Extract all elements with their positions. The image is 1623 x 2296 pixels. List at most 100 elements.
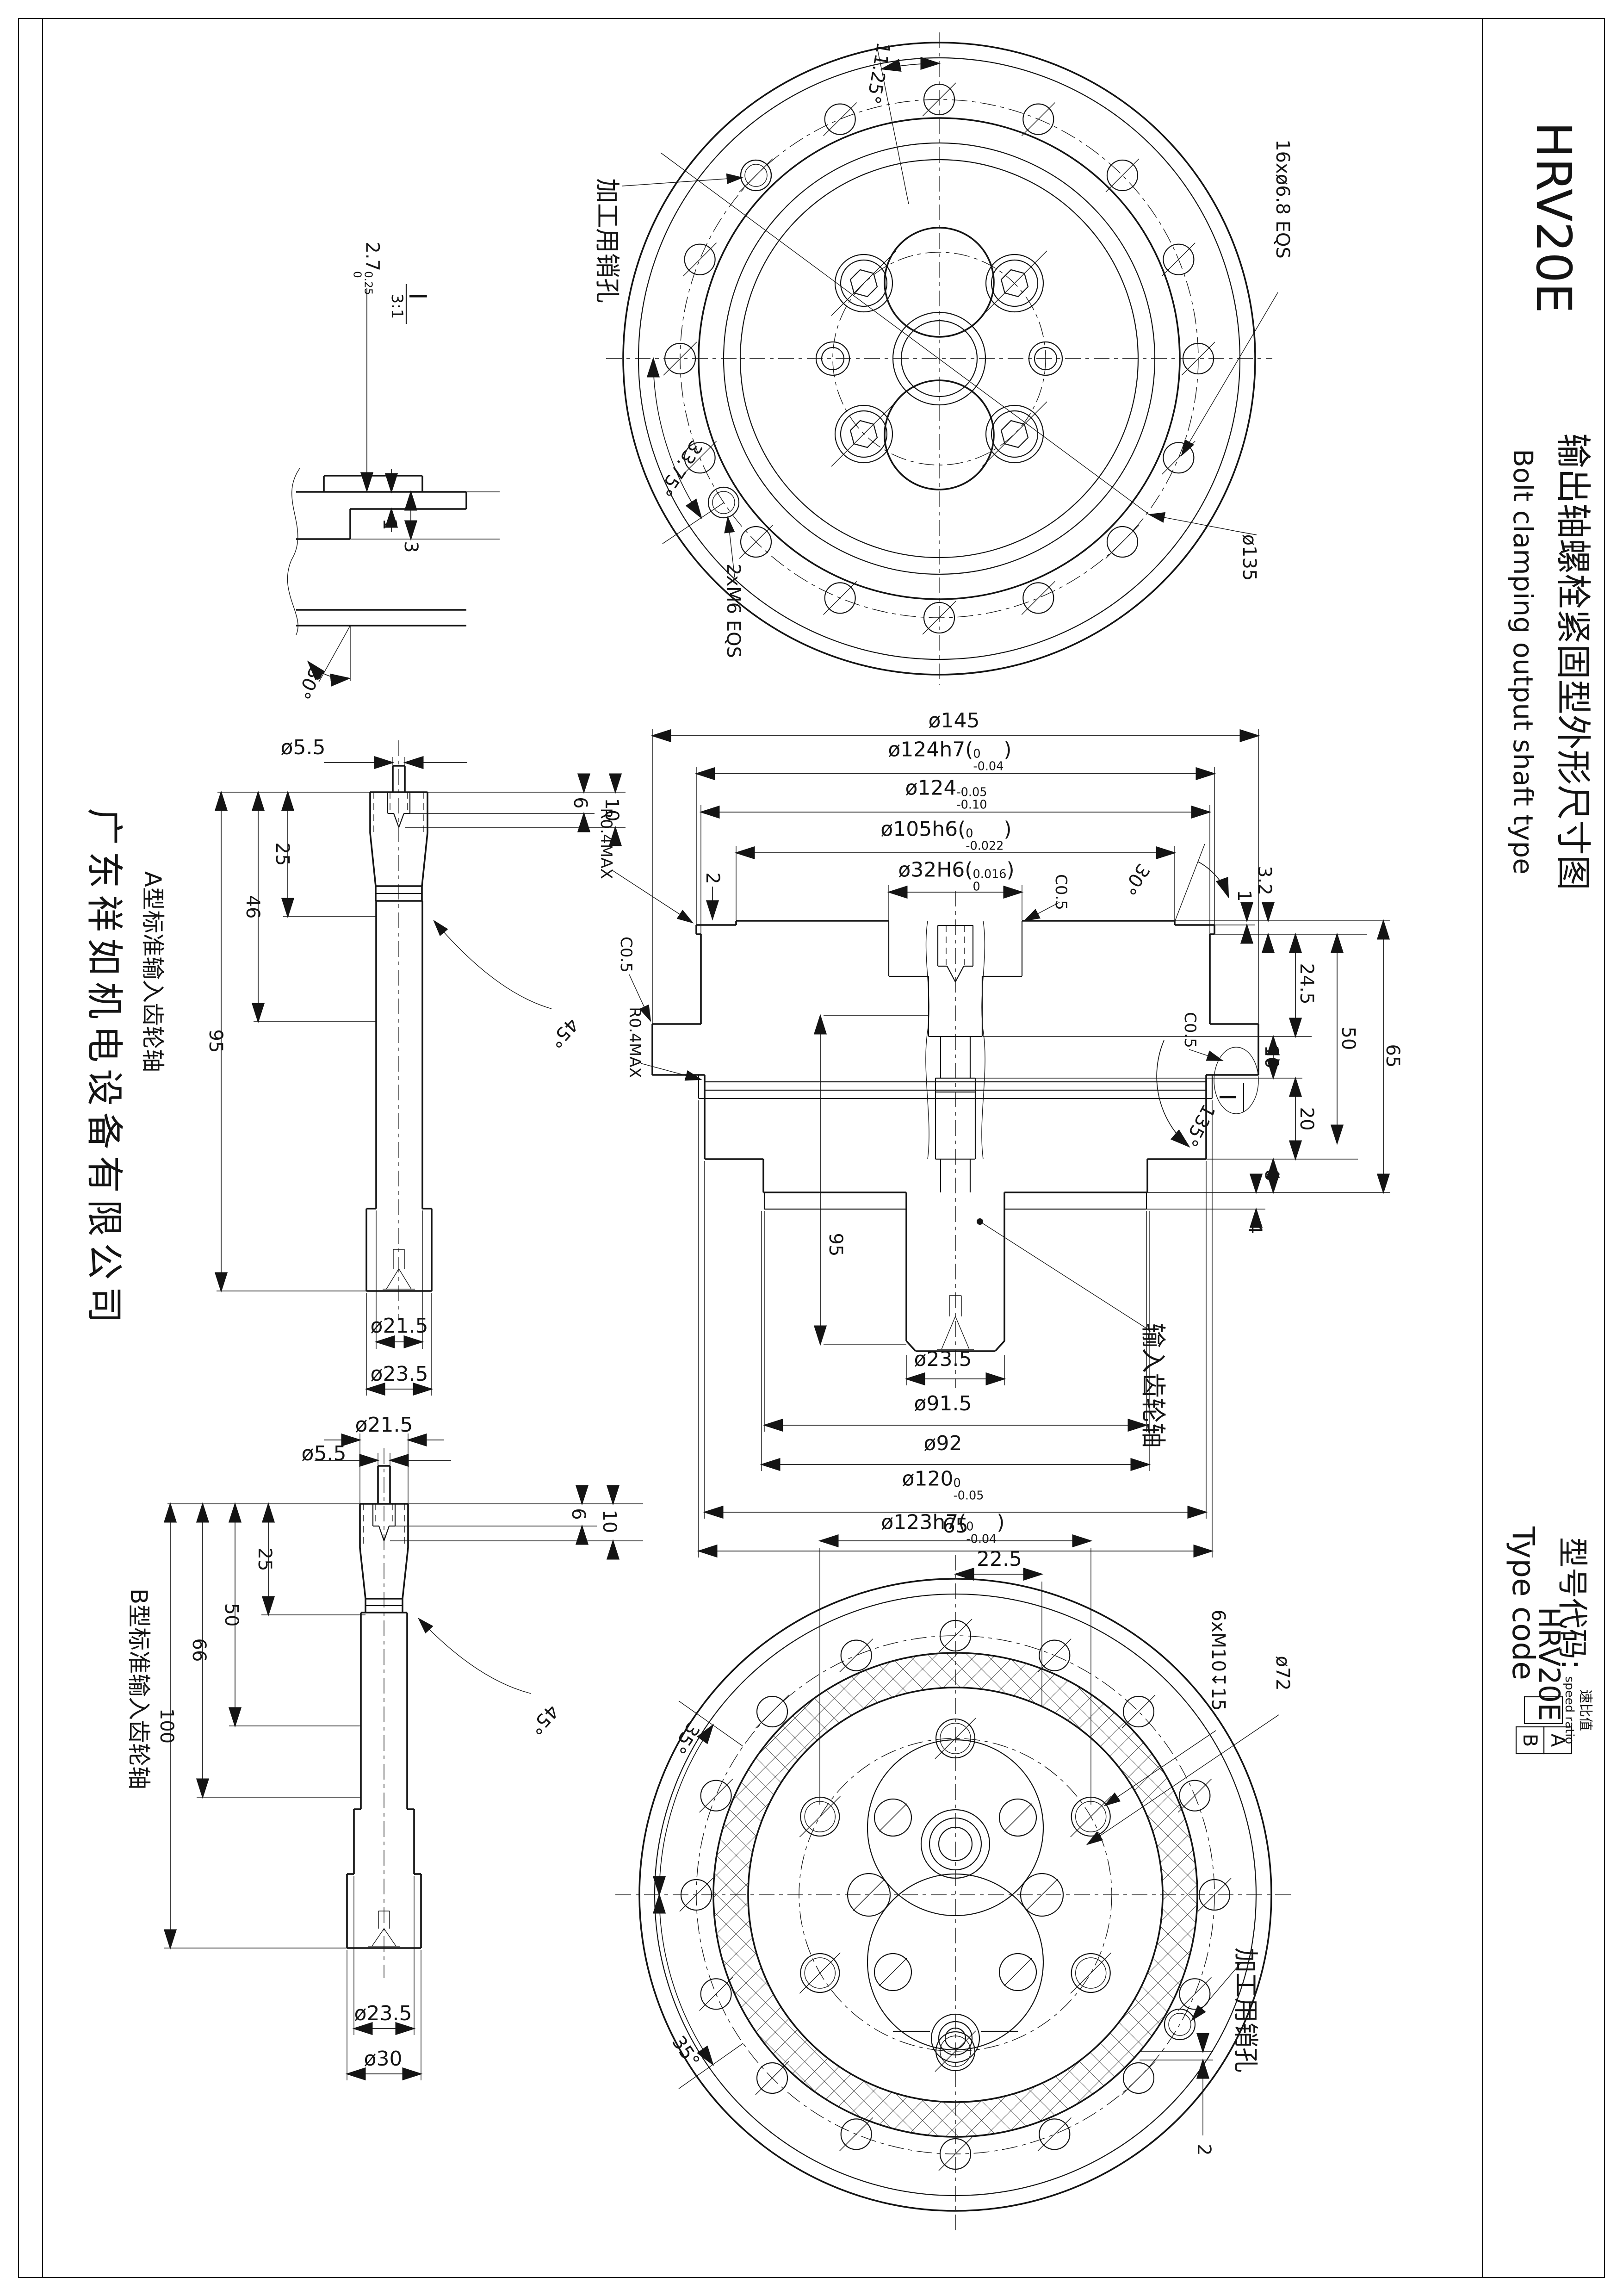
view-output-flange bbox=[606, 32, 1278, 685]
dim-label: 8 bbox=[1261, 1169, 1282, 1181]
dim-label: 3 bbox=[400, 541, 421, 553]
option-b-box bbox=[1515, 1726, 1545, 1755]
dim-label: 95 bbox=[205, 1029, 226, 1053]
dim-label: R0.4MAX bbox=[626, 1007, 644, 1078]
dim-dia-124: ø124-0.05-0.10 bbox=[905, 776, 987, 812]
bolt-hole bbox=[740, 526, 772, 558]
label-input-gear-shaft: 输入齿轮轴 bbox=[1139, 1323, 1168, 1448]
dim-dia-105h6: ø105h6(0-0.022) bbox=[880, 817, 1012, 853]
dim-dia-72: ø72 bbox=[1272, 1656, 1293, 1691]
label-shaft-a: A型标准输入齿轮轴 bbox=[139, 871, 166, 1073]
gear-bore-bottom bbox=[884, 379, 995, 490]
dim-label: 65 bbox=[1382, 1044, 1403, 1068]
dim-label: ø30 bbox=[364, 2047, 403, 2071]
bolt-hole bbox=[840, 1639, 872, 1671]
dim-label: ø91.5 bbox=[914, 1392, 972, 1415]
speed-ratio-box bbox=[1524, 1696, 1563, 1725]
label-machining-pin-hole-bottom: 加工用销孔 bbox=[1231, 1948, 1260, 2073]
dim-label: 1 bbox=[379, 518, 400, 530]
label-machining-pin-hole-top: 加工用销孔 bbox=[593, 178, 622, 303]
bolt-hole bbox=[824, 103, 856, 135]
label-shaft-b: B型标准输入齿轮轴 bbox=[125, 1588, 152, 1790]
dim-label: ø5.5 bbox=[280, 736, 326, 759]
view-back-flange bbox=[615, 1534, 1295, 2235]
dim-label: 20 bbox=[1296, 1107, 1317, 1131]
dim-label: 6 bbox=[568, 1508, 589, 1520]
dim-label: 22.5 bbox=[977, 1547, 1022, 1571]
dim-label: 3.2 bbox=[1254, 866, 1275, 895]
bolt-hole bbox=[840, 2118, 872, 2150]
bolt-hole bbox=[923, 83, 955, 116]
bolt-hole bbox=[756, 2062, 788, 2094]
bolt-hole bbox=[1022, 582, 1054, 614]
m10-hole bbox=[935, 1718, 976, 1759]
dim-label: 95 bbox=[825, 1233, 846, 1257]
type-code-option-a: A bbox=[1547, 1733, 1569, 1747]
dim-bolt-circle-135: ø135 bbox=[1239, 534, 1260, 581]
pin-hole-back-view bbox=[1164, 2008, 1196, 2041]
socket-screw bbox=[834, 254, 893, 313]
gear-bore-top bbox=[884, 227, 995, 338]
bolt-hole bbox=[923, 602, 955, 634]
company-name: 广东祥如机电设备有限公司 bbox=[83, 808, 126, 1330]
dim-label: ø21.5 bbox=[370, 1314, 428, 1338]
bolt-hole bbox=[1106, 526, 1139, 558]
bolt-hole bbox=[1182, 342, 1214, 375]
dim-label: 2 bbox=[1193, 2144, 1214, 2156]
dim-label: 4 bbox=[1244, 1222, 1265, 1234]
bolt-hole bbox=[684, 243, 716, 275]
bolt-hole bbox=[1106, 159, 1139, 192]
dim-label: ø23.5 bbox=[370, 1362, 428, 1386]
sheet-title-model: HRV20E bbox=[1525, 122, 1582, 313]
dim-label: 25 bbox=[254, 1547, 275, 1571]
dim-label: ø21.5 bbox=[355, 1413, 413, 1437]
socket-screw bbox=[834, 404, 893, 464]
dim-label: 24.5 bbox=[1296, 963, 1317, 1005]
view-shaft-b bbox=[163, 1433, 643, 2081]
speed-ratio-label-cn: 速比值 bbox=[1577, 1689, 1593, 1731]
sheet-title-cn: 输出轴螺栓紧固型外形尺寸图 bbox=[1553, 433, 1594, 890]
dim-label: C0.5 bbox=[617, 937, 635, 973]
dim-label: ø92 bbox=[923, 1432, 962, 1455]
cycloid-gear-top bbox=[867, 1739, 1044, 1917]
dim-label: ø123h7(0-0.04) bbox=[881, 1510, 1005, 1546]
bolt-hole bbox=[756, 1695, 788, 1728]
bolt-hole bbox=[1039, 2118, 1071, 2150]
bolt-hole bbox=[1122, 2062, 1155, 2094]
dim-bolt-holes-16: 16xø6.8 EQS bbox=[1272, 139, 1293, 259]
sheet-frame bbox=[18, 18, 1605, 2278]
dim-label: 1 bbox=[1233, 890, 1255, 902]
type-code-option-b: B bbox=[1519, 1733, 1542, 1747]
view-detail-i bbox=[287, 284, 500, 687]
label-detail-i-mark: I bbox=[1214, 1093, 1240, 1101]
dim-label: 100 bbox=[156, 1708, 177, 1744]
dim-label: 6 bbox=[570, 797, 591, 809]
cycloid-gear-bottom bbox=[867, 1873, 1044, 2051]
dim-label: 2 bbox=[702, 872, 723, 884]
m10-hole bbox=[935, 2031, 976, 2072]
m10-hole bbox=[1071, 1953, 1111, 1993]
bolt-hole bbox=[1039, 1639, 1071, 1671]
dim-label: 50 bbox=[221, 1603, 242, 1627]
dim-label: ø5.5 bbox=[301, 1442, 347, 1465]
bolt-hole bbox=[1179, 1780, 1211, 1812]
socket-screw bbox=[985, 404, 1044, 464]
label-detail-scale: 3:1 bbox=[388, 293, 406, 319]
view-cross-section bbox=[611, 729, 1390, 1558]
bolt-hole bbox=[1163, 442, 1195, 474]
type-code-model: HRV20E bbox=[1532, 1607, 1566, 1721]
socket-screw bbox=[985, 254, 1044, 313]
dim-label: 50 bbox=[1338, 1026, 1359, 1050]
dim-label: 66 bbox=[188, 1638, 210, 1662]
dim-label: C0.5 bbox=[1052, 874, 1070, 910]
sheet-title-en: Bolt clamping output shaft type bbox=[1507, 449, 1539, 875]
dim-label: 25 bbox=[272, 842, 293, 866]
dim-label: 10 bbox=[1261, 1045, 1282, 1069]
label-detail-i-title: I bbox=[403, 292, 431, 300]
dim-thread-m6: 2xM6 EQS bbox=[723, 564, 744, 658]
bolt-hole bbox=[1022, 103, 1054, 135]
